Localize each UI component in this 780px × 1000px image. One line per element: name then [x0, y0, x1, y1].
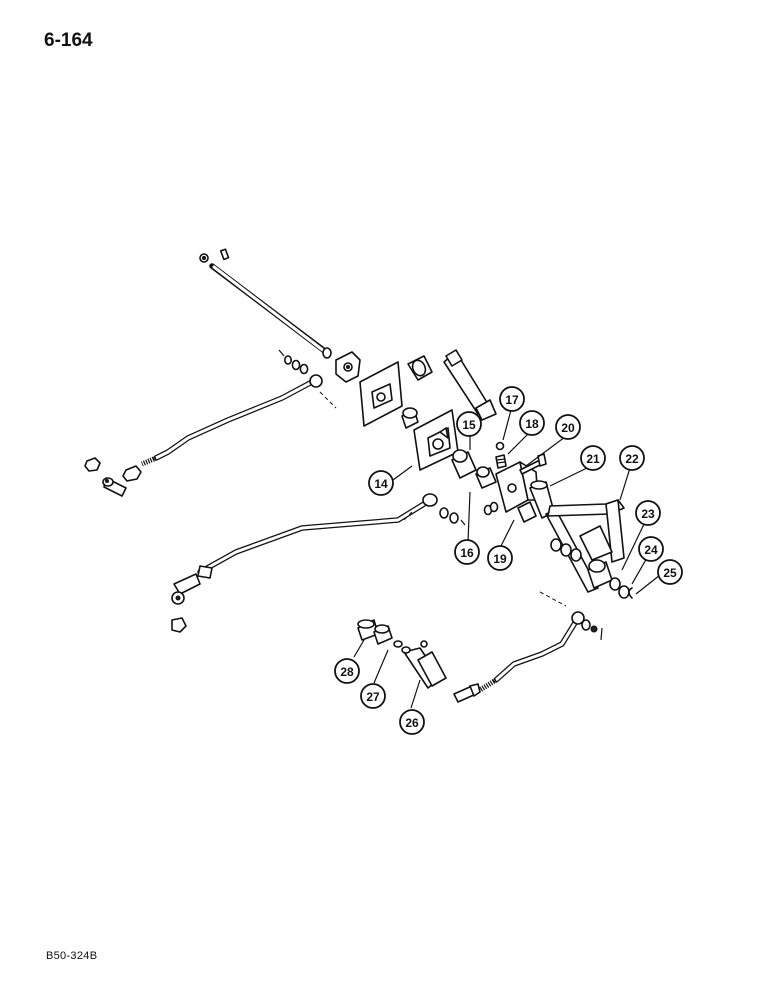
- svg-text:17: 17: [505, 393, 519, 407]
- svg-text:20: 20: [561, 421, 575, 435]
- upper-link-rod: [141, 374, 337, 467]
- upper-bushings: [401, 355, 433, 429]
- upper-rod-end: [84, 457, 142, 497]
- callout-22: 22: [619, 445, 645, 471]
- svg-text:16: 16: [460, 546, 474, 560]
- callout-23: 23: [635, 500, 661, 526]
- callout-26: 26: [399, 709, 425, 735]
- callout-16: 16: [454, 539, 480, 565]
- middle-link-rod: [171, 493, 499, 633]
- svg-text:28: 28: [340, 665, 354, 679]
- callout-27: 27: [360, 683, 386, 709]
- svg-text:22: 22: [625, 452, 639, 466]
- svg-text:25: 25: [663, 566, 677, 580]
- front-mounting-bracket: [413, 409, 459, 471]
- svg-text:27: 27: [366, 690, 380, 704]
- callout-21: 21: [580, 445, 606, 471]
- detent-pin-spring: [495, 441, 507, 469]
- callout-14: 14: [368, 470, 394, 496]
- upper-mounting-bracket: [335, 351, 403, 427]
- callout-20: 20: [555, 414, 581, 440]
- clip-washer-group: [278, 349, 309, 375]
- callout-15: 15: [456, 411, 482, 437]
- callout-24: 24: [638, 536, 664, 562]
- callout-17: 17: [499, 386, 525, 412]
- svg-text:24: 24: [644, 543, 658, 557]
- callouts: 14 15 16 17 18 19 20 21 22 23 24 25 26 2…: [334, 386, 683, 735]
- callout-18: 18: [519, 410, 545, 436]
- svg-text:14: 14: [374, 477, 388, 491]
- lower-link-rod: [453, 611, 603, 703]
- svg-text:19: 19: [493, 552, 507, 566]
- lever-washers: [539, 538, 633, 607]
- svg-text:26: 26: [405, 716, 419, 730]
- upper-hand-lever: [443, 349, 497, 421]
- control-knob-and-lever: [529, 480, 625, 593]
- lower-pivot-assembly: [357, 619, 447, 689]
- svg-text:18: 18: [525, 417, 539, 431]
- callout-25: 25: [657, 559, 683, 585]
- callout-19: 19: [487, 545, 513, 571]
- figure-code: B50-324B: [46, 950, 98, 962]
- upper-shaft: [199, 248, 332, 359]
- lever-bushings: [451, 449, 497, 489]
- pivot-bolt: [519, 453, 547, 475]
- svg-text:15: 15: [462, 418, 476, 432]
- callout-28: 28: [334, 658, 360, 684]
- page-number: 6-164: [44, 30, 93, 51]
- svg-text:23: 23: [641, 507, 655, 521]
- svg-text:21: 21: [586, 452, 600, 466]
